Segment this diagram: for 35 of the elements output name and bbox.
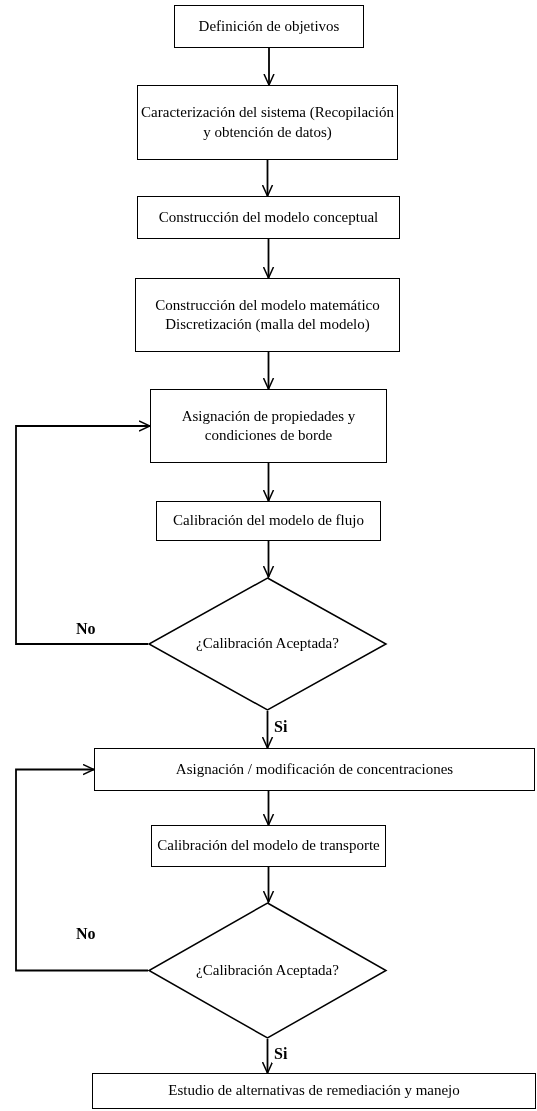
process-box [150,389,387,463]
node-text: Construcción del modelo conceptual [158,207,379,227]
arrow [262,351,275,390]
node-text: Caracterización del sistema (Recopilación y obtención de datos) [141,103,394,142]
edge-label: Si [272,1045,290,1063]
process-box [94,748,535,791]
arrow [262,790,275,826]
process-box [156,501,381,541]
node-text: Calibración del modelo de transporte [157,836,380,856]
node-text: Asignación de propiedades y condiciones de borde [180,406,357,445]
decision-diamond [148,902,387,1039]
process-box [135,278,400,352]
process-box [92,1073,536,1109]
node-text: Estudio de alternativas de remediación y manejo [168,1081,460,1101]
arrow [262,462,275,502]
decision-diamond [148,577,387,711]
process-box [151,825,386,867]
process-box [174,5,364,48]
arrow [262,238,275,279]
arrow [263,47,275,86]
node-text: Definición de objetivos [198,16,340,36]
arrow [261,1038,274,1074]
arrow [262,540,275,578]
arrow [261,159,274,197]
process-box [137,196,400,239]
arrow [262,866,275,903]
process-box [137,85,398,160]
node-text: Calibración del modelo de flujo [173,511,364,531]
arrow [15,420,151,645]
arrow [15,763,149,972]
decision-text: ¿Calibración Aceptada? [196,960,339,980]
arrow [261,710,274,749]
decision-text: ¿Calibración Aceptada? [196,634,339,654]
node-text: Construcción del modelo matemático Discretización (malla del modelo) [154,295,381,334]
node-text: Asignación / modificación de concentraciones [175,759,454,779]
